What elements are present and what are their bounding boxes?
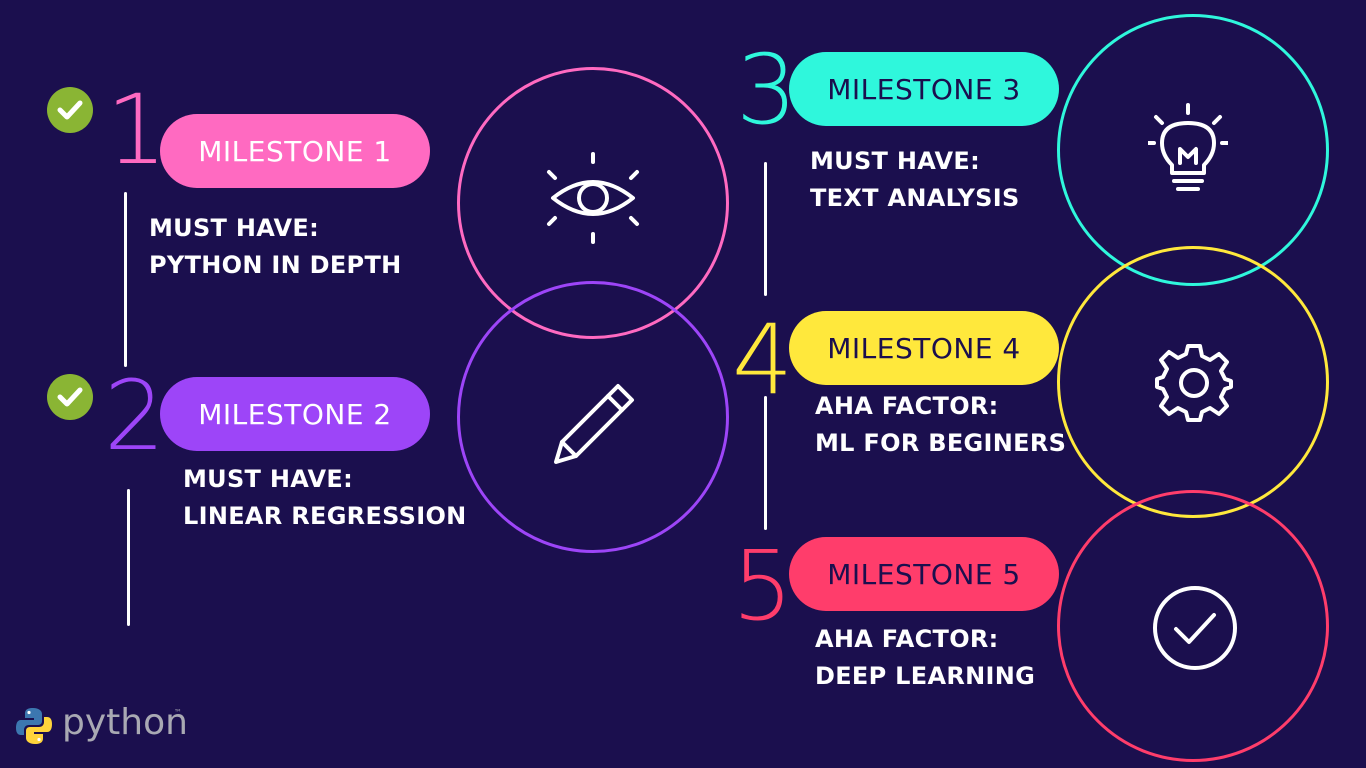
milestone-description: AHA FACTOR: DEEP LEARNING xyxy=(815,621,1035,695)
milestone-description-value: PYTHON IN DEPTH xyxy=(149,251,402,279)
milestone-title-pill: MILESTONE 4 xyxy=(789,311,1059,385)
milestone-description-value: ML FOR BEGINERS xyxy=(815,429,1067,457)
milestone-title-pill: MILESTONE 3 xyxy=(789,52,1059,126)
milestone-description: MUST HAVE: TEXT ANALYSIS xyxy=(810,143,1020,217)
completed-check-icon xyxy=(47,87,93,133)
milestone-number: 4 xyxy=(732,304,794,416)
timeline-divider xyxy=(127,489,130,626)
pencil-icon xyxy=(548,378,638,473)
timeline-divider xyxy=(124,192,127,367)
milestone-description-label: MUST HAVE: xyxy=(183,465,353,493)
milestone-description-label: AHA FACTOR: xyxy=(815,392,999,420)
milestone-title-pill: MILESTONE 1 xyxy=(160,114,430,188)
milestone-description: AHA FACTOR: ML FOR BEGINERS xyxy=(815,388,1066,462)
milestone-description-label: MUST HAVE: xyxy=(810,147,980,175)
milestone-description: MUST HAVE: LINEAR REGRESSION xyxy=(183,461,467,535)
milestone-number: 5 xyxy=(732,530,794,642)
milestone-title-pill: MILESTONE 2 xyxy=(160,377,430,451)
milestone-2-circle xyxy=(457,281,729,553)
milestone-description: MUST HAVE: PYTHON IN DEPTH xyxy=(149,210,402,284)
lightbulb-icon xyxy=(1146,103,1230,204)
eye-icon xyxy=(543,148,643,253)
trademark-symbol: ™ xyxy=(174,708,182,717)
timeline-divider xyxy=(764,162,767,296)
milestone-5-circle xyxy=(1057,490,1329,762)
milestone-number: 3 xyxy=(736,34,798,146)
checkmark-circle-icon xyxy=(1150,583,1240,678)
python-logo-icon xyxy=(14,706,54,751)
milestone-number: 1 xyxy=(106,74,168,186)
milestone-description-value: TEXT ANALYSIS xyxy=(810,184,1020,212)
milestone-number: 2 xyxy=(104,360,166,472)
milestone-description-value: LINEAR REGRESSION xyxy=(183,502,467,530)
timeline-divider xyxy=(764,396,767,530)
milestone-title-pill: MILESTONE 5 xyxy=(789,537,1059,611)
milestone-description-label: AHA FACTOR: xyxy=(815,625,999,653)
completed-check-icon xyxy=(47,374,93,420)
gear-icon xyxy=(1153,342,1235,429)
python-logo-wordmark: python xyxy=(62,702,188,743)
milestone-description-value: DEEP LEARNING xyxy=(815,662,1036,690)
milestone-description-label: MUST HAVE: xyxy=(149,214,319,242)
